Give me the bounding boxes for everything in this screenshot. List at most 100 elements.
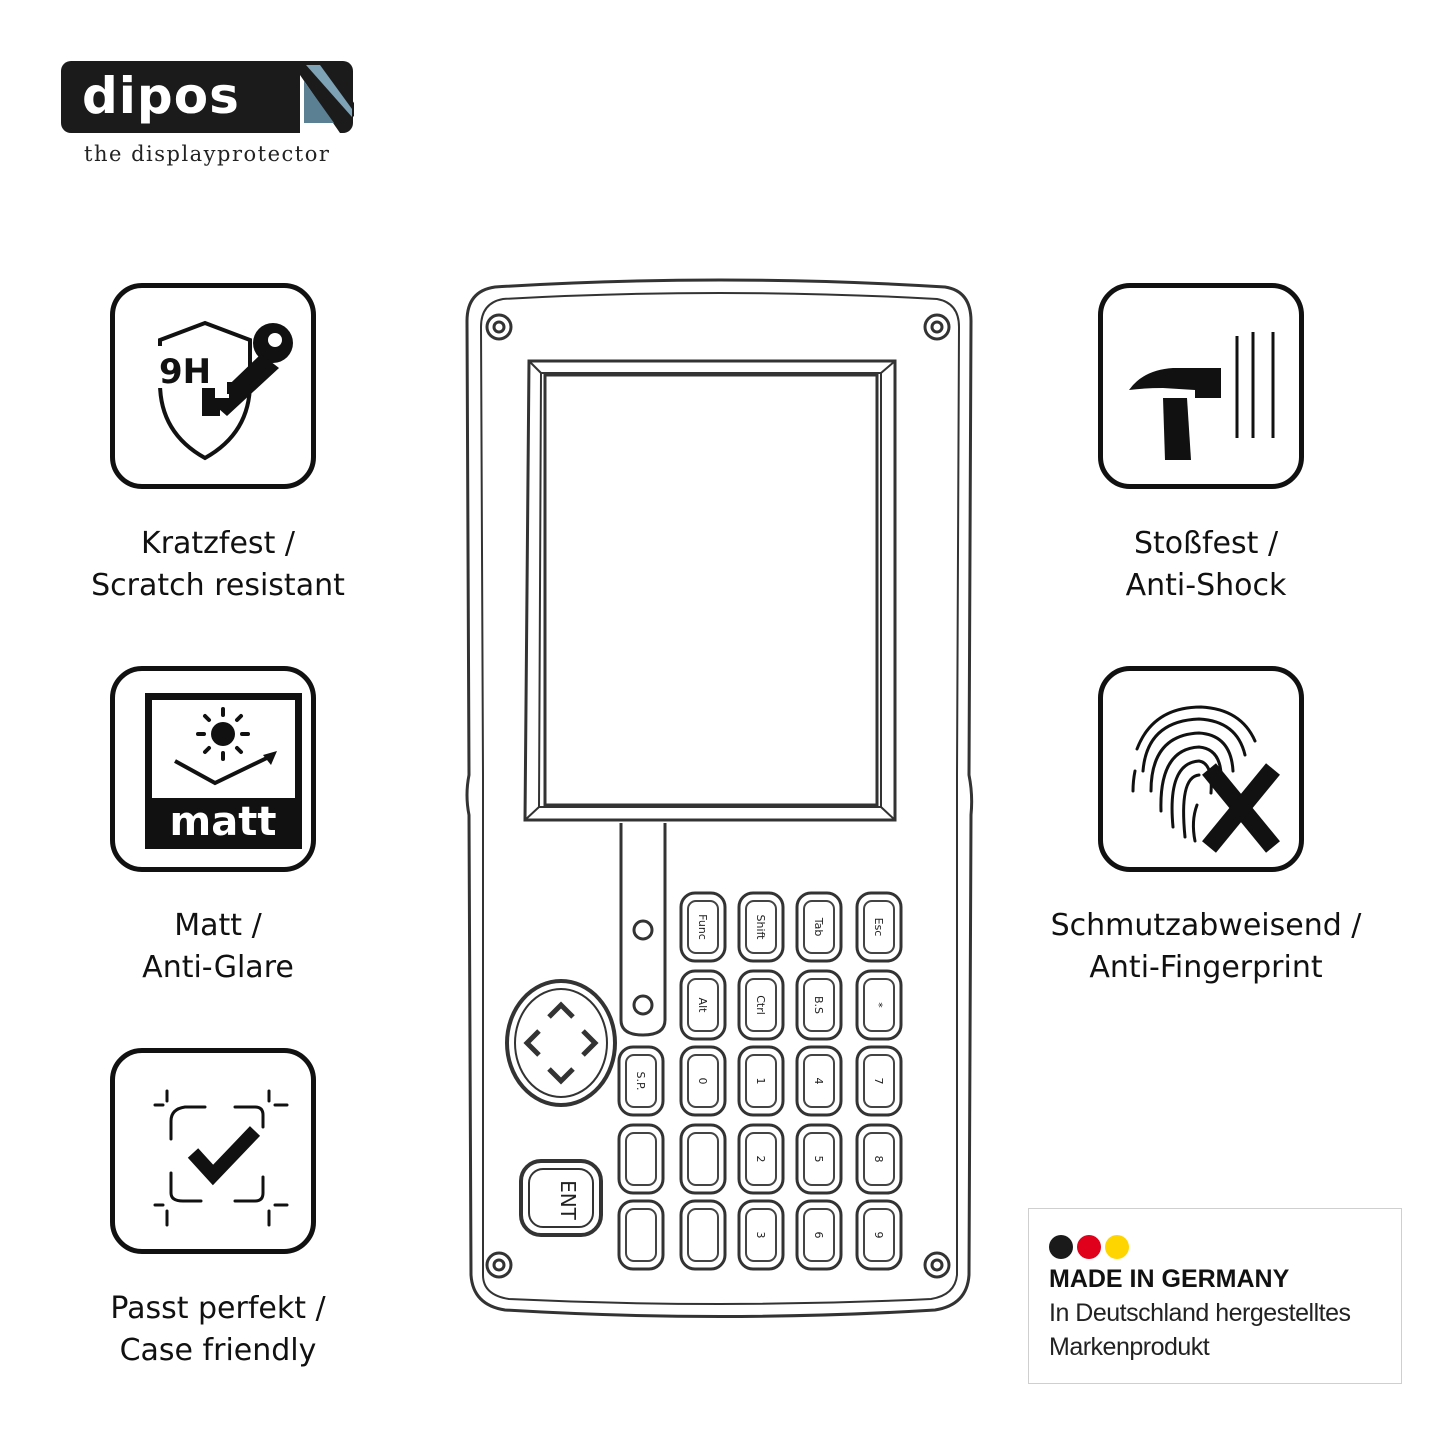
keypad-key-inner [803,1208,835,1262]
keypad-key-label: Alt [696,998,709,1014]
hardness-badge: 9H [159,352,211,392]
fingerprint-cross-icon [1131,705,1280,853]
keypad-key [795,1199,843,1271]
keypad-key [795,969,843,1041]
keypad-key-inner [863,900,895,954]
keypad-key-label: Ctrl [754,995,767,1015]
keypad-key [737,1199,785,1271]
caption-de: Stoßfest / [1133,526,1279,561]
keypad-key [679,891,727,963]
keypad-key [679,1123,727,1195]
made-in-title: MADE IN GERMANY [1049,1265,1290,1293]
keypad-key [795,1123,843,1195]
keypad-key-inner [803,1132,835,1186]
keypad-key-inner [625,1054,657,1108]
feature-caption-case: Passt perfekt / Case friendly [38,1288,398,1372]
flag-dot-red [1077,1235,1101,1259]
feature-tile-fingerprint [1098,666,1304,872]
keypad-key [679,1199,727,1271]
keypad-key-inner [863,1054,895,1108]
keypad-key [679,1045,727,1117]
enter-key-label: ENT [556,1180,580,1221]
keypad-key-inner [625,1132,657,1186]
keypad-key [855,969,903,1041]
flag-dot-gold [1105,1235,1129,1259]
keypad-key-inner [803,978,835,1032]
keypad-key-inner [745,1132,777,1186]
keypad-key-label: Tab [812,917,825,937]
keypad-key [855,1045,903,1117]
caption-de: Matt / [174,908,262,943]
made-in-line1: In Deutschland hergestelltes [1049,1299,1351,1327]
keypad-key-label: Esc [872,918,885,937]
caption-en: Scratch resistant [91,568,345,603]
keypad-key-label: 3 [754,1232,767,1239]
feature-caption-matt: Matt / Anti-Glare [38,905,398,989]
keypad-key-label: 7 [872,1078,885,1085]
keypad-key-inner [687,1132,719,1186]
keypad-key [855,891,903,963]
matt-badge: matt [170,799,277,845]
shield-key-9h-icon: 9H [151,320,293,461]
keypad-key-label: 4 [812,1078,825,1085]
case-fit-check-icon [153,1089,289,1227]
keypad-key-inner [687,900,719,954]
keypad-key-label: 9 [872,1232,885,1239]
caption-en: Anti-Glare [142,950,294,985]
keypad-key-label: * [872,1002,885,1008]
keypad-key-inner [687,978,719,1032]
keypad-key [737,891,785,963]
keypad-key [617,1045,665,1117]
keypad-key [617,1123,665,1195]
keypad-key-label: 0 [696,1078,709,1085]
keypad-key [737,1045,785,1117]
keypad-key-inner [745,1208,777,1262]
keypad-key [679,969,727,1041]
keypad-key [795,891,843,963]
keypad-key-inner [803,1054,835,1108]
hammer-impact-icon [1129,332,1275,460]
keypad-key [855,1123,903,1195]
keypad-key-inner [687,1054,719,1108]
keypad-key-inner [687,1208,719,1262]
page-curl-icon [300,61,354,133]
keypad-key-label: Func [696,914,709,940]
keypad-key-inner [863,978,895,1032]
feature-tile-case [110,1048,316,1254]
keypad-key [737,1123,785,1195]
caption-de: Kratzfest / [141,526,295,561]
keypad-key-inner [745,1054,777,1108]
feature-caption-shock: Stoßfest / Anti-Shock [1026,523,1386,607]
caption-en: Anti-Shock [1125,568,1287,603]
keypad-key-label: S.P. [634,1072,647,1091]
keypad-key [855,1199,903,1271]
made-in-line2: Markenprodukt [1049,1333,1210,1361]
brand-tagline: the displayprotector [84,142,331,166]
feature-tile-matt: matt [110,666,316,872]
keypad-key-label: Shift [754,914,767,940]
keypad-key [795,1045,843,1117]
caption-en: Anti-Fingerprint [1089,950,1323,985]
sun-matt-icon: matt [145,693,302,849]
keypad-key-inner [745,900,777,954]
keypad-key-label: 8 [872,1156,885,1163]
keypad-key-label: 6 [812,1232,825,1239]
caption-de: Passt perfekt / [110,1291,326,1326]
keypad-key-label: 5 [812,1156,825,1163]
keypad-key [617,1199,665,1271]
caption-en: Case friendly [119,1333,317,1368]
caption-de: Schmutzabweisend / [1050,908,1362,943]
keypad-key-inner [863,1132,895,1186]
feature-caption-scratch: Kratzfest / Scratch resistant [38,523,398,607]
flag-dot-black [1049,1235,1073,1259]
keypad-key-inner [745,978,777,1032]
keypad-key-inner [803,900,835,954]
feature-tile-scratch: 9H [110,283,316,489]
keypad-key-label: B.S [812,996,825,1014]
brand-name: dipos [82,67,240,125]
made-in-germany-badge: MADE IN GERMANY In Deutschland hergestel… [1028,1208,1402,1384]
keypad-key-label: 1 [754,1078,767,1085]
keypad-key [737,969,785,1041]
